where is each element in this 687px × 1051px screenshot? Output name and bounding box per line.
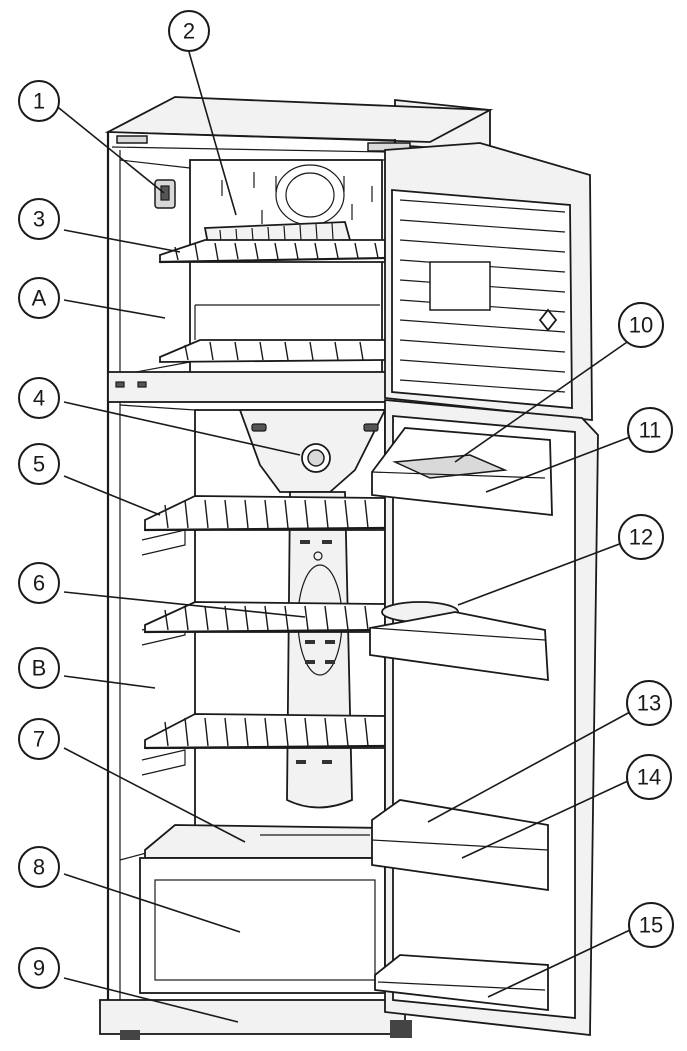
callout-11: 11 <box>627 407 673 453</box>
fridge-door <box>369 399 599 1037</box>
callout-label: 9 <box>33 956 45 981</box>
callout-label: 1 <box>33 89 45 114</box>
callout-9: 9 <box>18 947 60 989</box>
callout-label: 10 <box>629 313 653 338</box>
callout-label: 3 <box>33 207 45 232</box>
callout-5: 5 <box>18 443 60 485</box>
callout-label: B <box>32 656 47 681</box>
callout-3: 3 <box>18 198 60 240</box>
callout-15: 15 <box>628 902 674 948</box>
callout-12: 12 <box>618 514 664 560</box>
leader-lines <box>53 51 631 1023</box>
callout-B: B <box>18 647 60 689</box>
callout-6: 6 <box>18 562 60 604</box>
callout-13: 13 <box>626 680 672 726</box>
freezer-door <box>384 142 593 422</box>
callout-8: 8 <box>18 846 60 888</box>
callout-14: 14 <box>626 754 672 800</box>
callout-label: 8 <box>33 855 45 880</box>
callout-label: 11 <box>639 418 662 443</box>
callout-label: 13 <box>637 691 661 716</box>
callout-label: 2 <box>183 19 195 44</box>
callout-label: 4 <box>33 386 45 411</box>
callout-label: 5 <box>33 452 45 477</box>
callout-A: A <box>18 277 60 319</box>
callout-label: A <box>32 286 47 311</box>
callout-1: 1 <box>18 80 60 122</box>
freezer-compartment <box>107 159 396 403</box>
callout-label: 15 <box>639 913 663 938</box>
fridge-compartment <box>99 404 412 1040</box>
callout-label: 12 <box>629 525 653 550</box>
callout-10: 10 <box>618 302 664 348</box>
callout-2: 2 <box>168 10 210 52</box>
refrigerator-cabinet <box>104 96 494 1014</box>
callout-7: 7 <box>18 718 60 760</box>
callout-label: 6 <box>33 571 45 596</box>
callout-4: 4 <box>18 377 60 419</box>
callout-label: 7 <box>33 727 45 752</box>
callout-label: 14 <box>637 765 661 790</box>
